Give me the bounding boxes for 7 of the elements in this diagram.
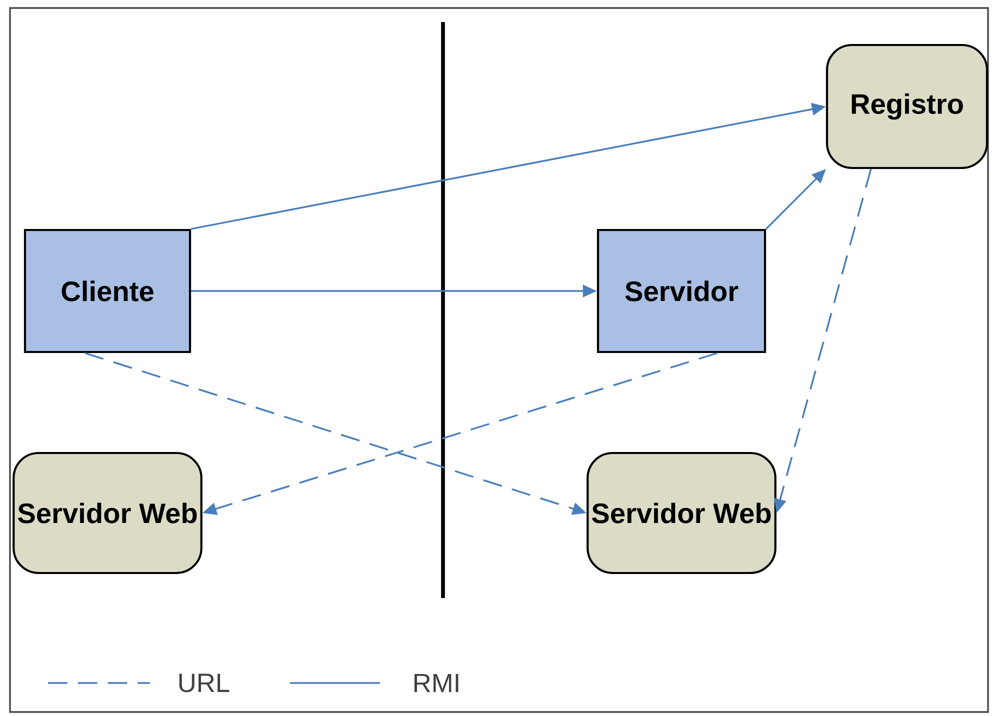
process-box: Servidor — [596, 228, 766, 354]
process-box: Cliente — [24, 228, 192, 354]
rounded-box: Servidor Web — [586, 452, 776, 574]
legend-label: URL — [179, 674, 230, 692]
rounded-box: Servidor Web — [12, 452, 202, 574]
rounded-box: Registro — [826, 44, 988, 170]
legend-label: RMI — [414, 674, 458, 692]
